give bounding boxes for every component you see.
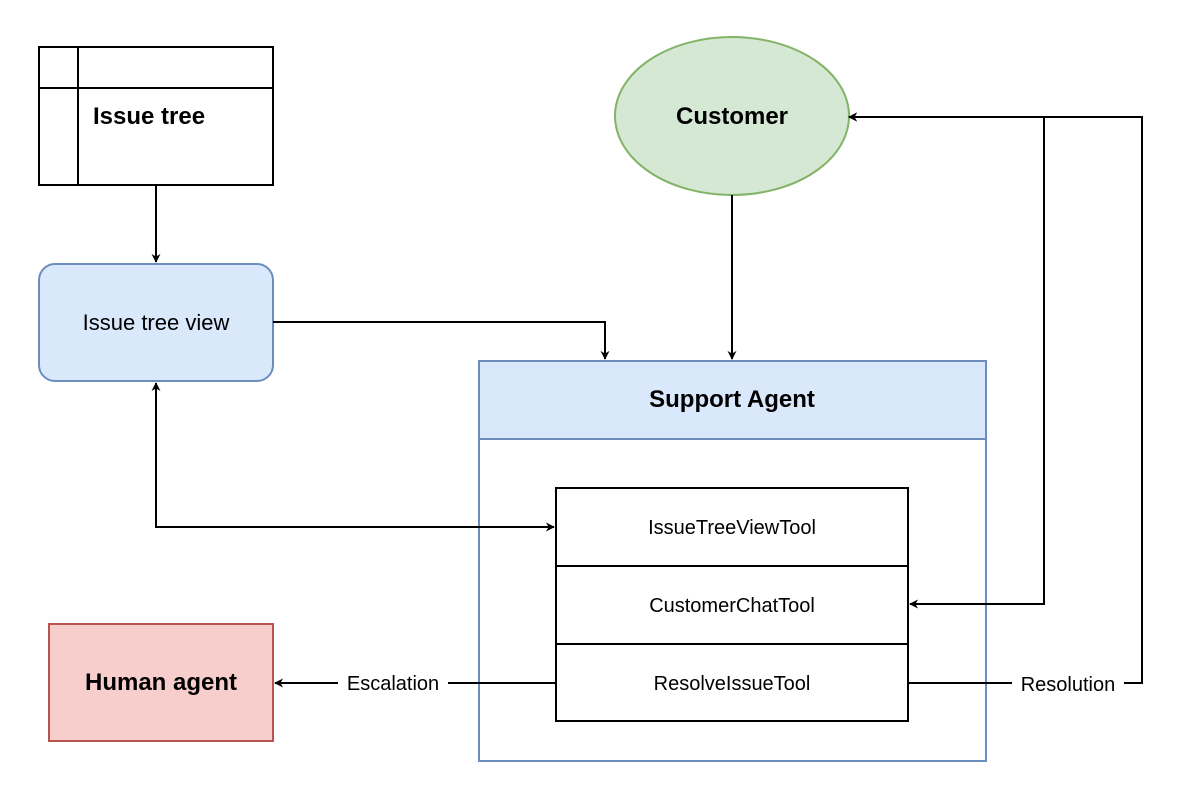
tools-table: IssueTreeViewTool CustomerChatTool Resol… xyxy=(555,487,909,722)
escalation-edge-label: Escalation xyxy=(338,670,448,696)
tool-issue-tree-view-tool: IssueTreeViewTool xyxy=(648,517,816,539)
human-agent-label: Human agent xyxy=(85,669,237,696)
customer-node: Customer xyxy=(614,36,850,196)
edge-view-tool-bidirectional xyxy=(151,382,555,532)
issue-tree-view-node: Issue tree view xyxy=(38,263,274,382)
customer-label: Customer xyxy=(676,103,788,130)
resolution-edge-label: Resolution xyxy=(1012,671,1124,697)
issue-tree-label: Issue tree xyxy=(93,103,205,130)
edge-view-to-support-agent xyxy=(273,321,610,360)
resolution-label: Resolution xyxy=(1021,674,1116,696)
escalation-label: Escalation xyxy=(347,673,439,695)
issue-tree-node: Issue tree xyxy=(38,46,274,186)
support-agent-label: Support Agent xyxy=(649,386,815,413)
tool-customer-chat-tool: CustomerChatTool xyxy=(649,595,815,617)
human-agent-node: Human agent xyxy=(48,623,274,742)
issue-tree-view-label: Issue tree view xyxy=(83,310,230,335)
tool-resolve-issue-tool: ResolveIssueTool xyxy=(654,673,811,695)
